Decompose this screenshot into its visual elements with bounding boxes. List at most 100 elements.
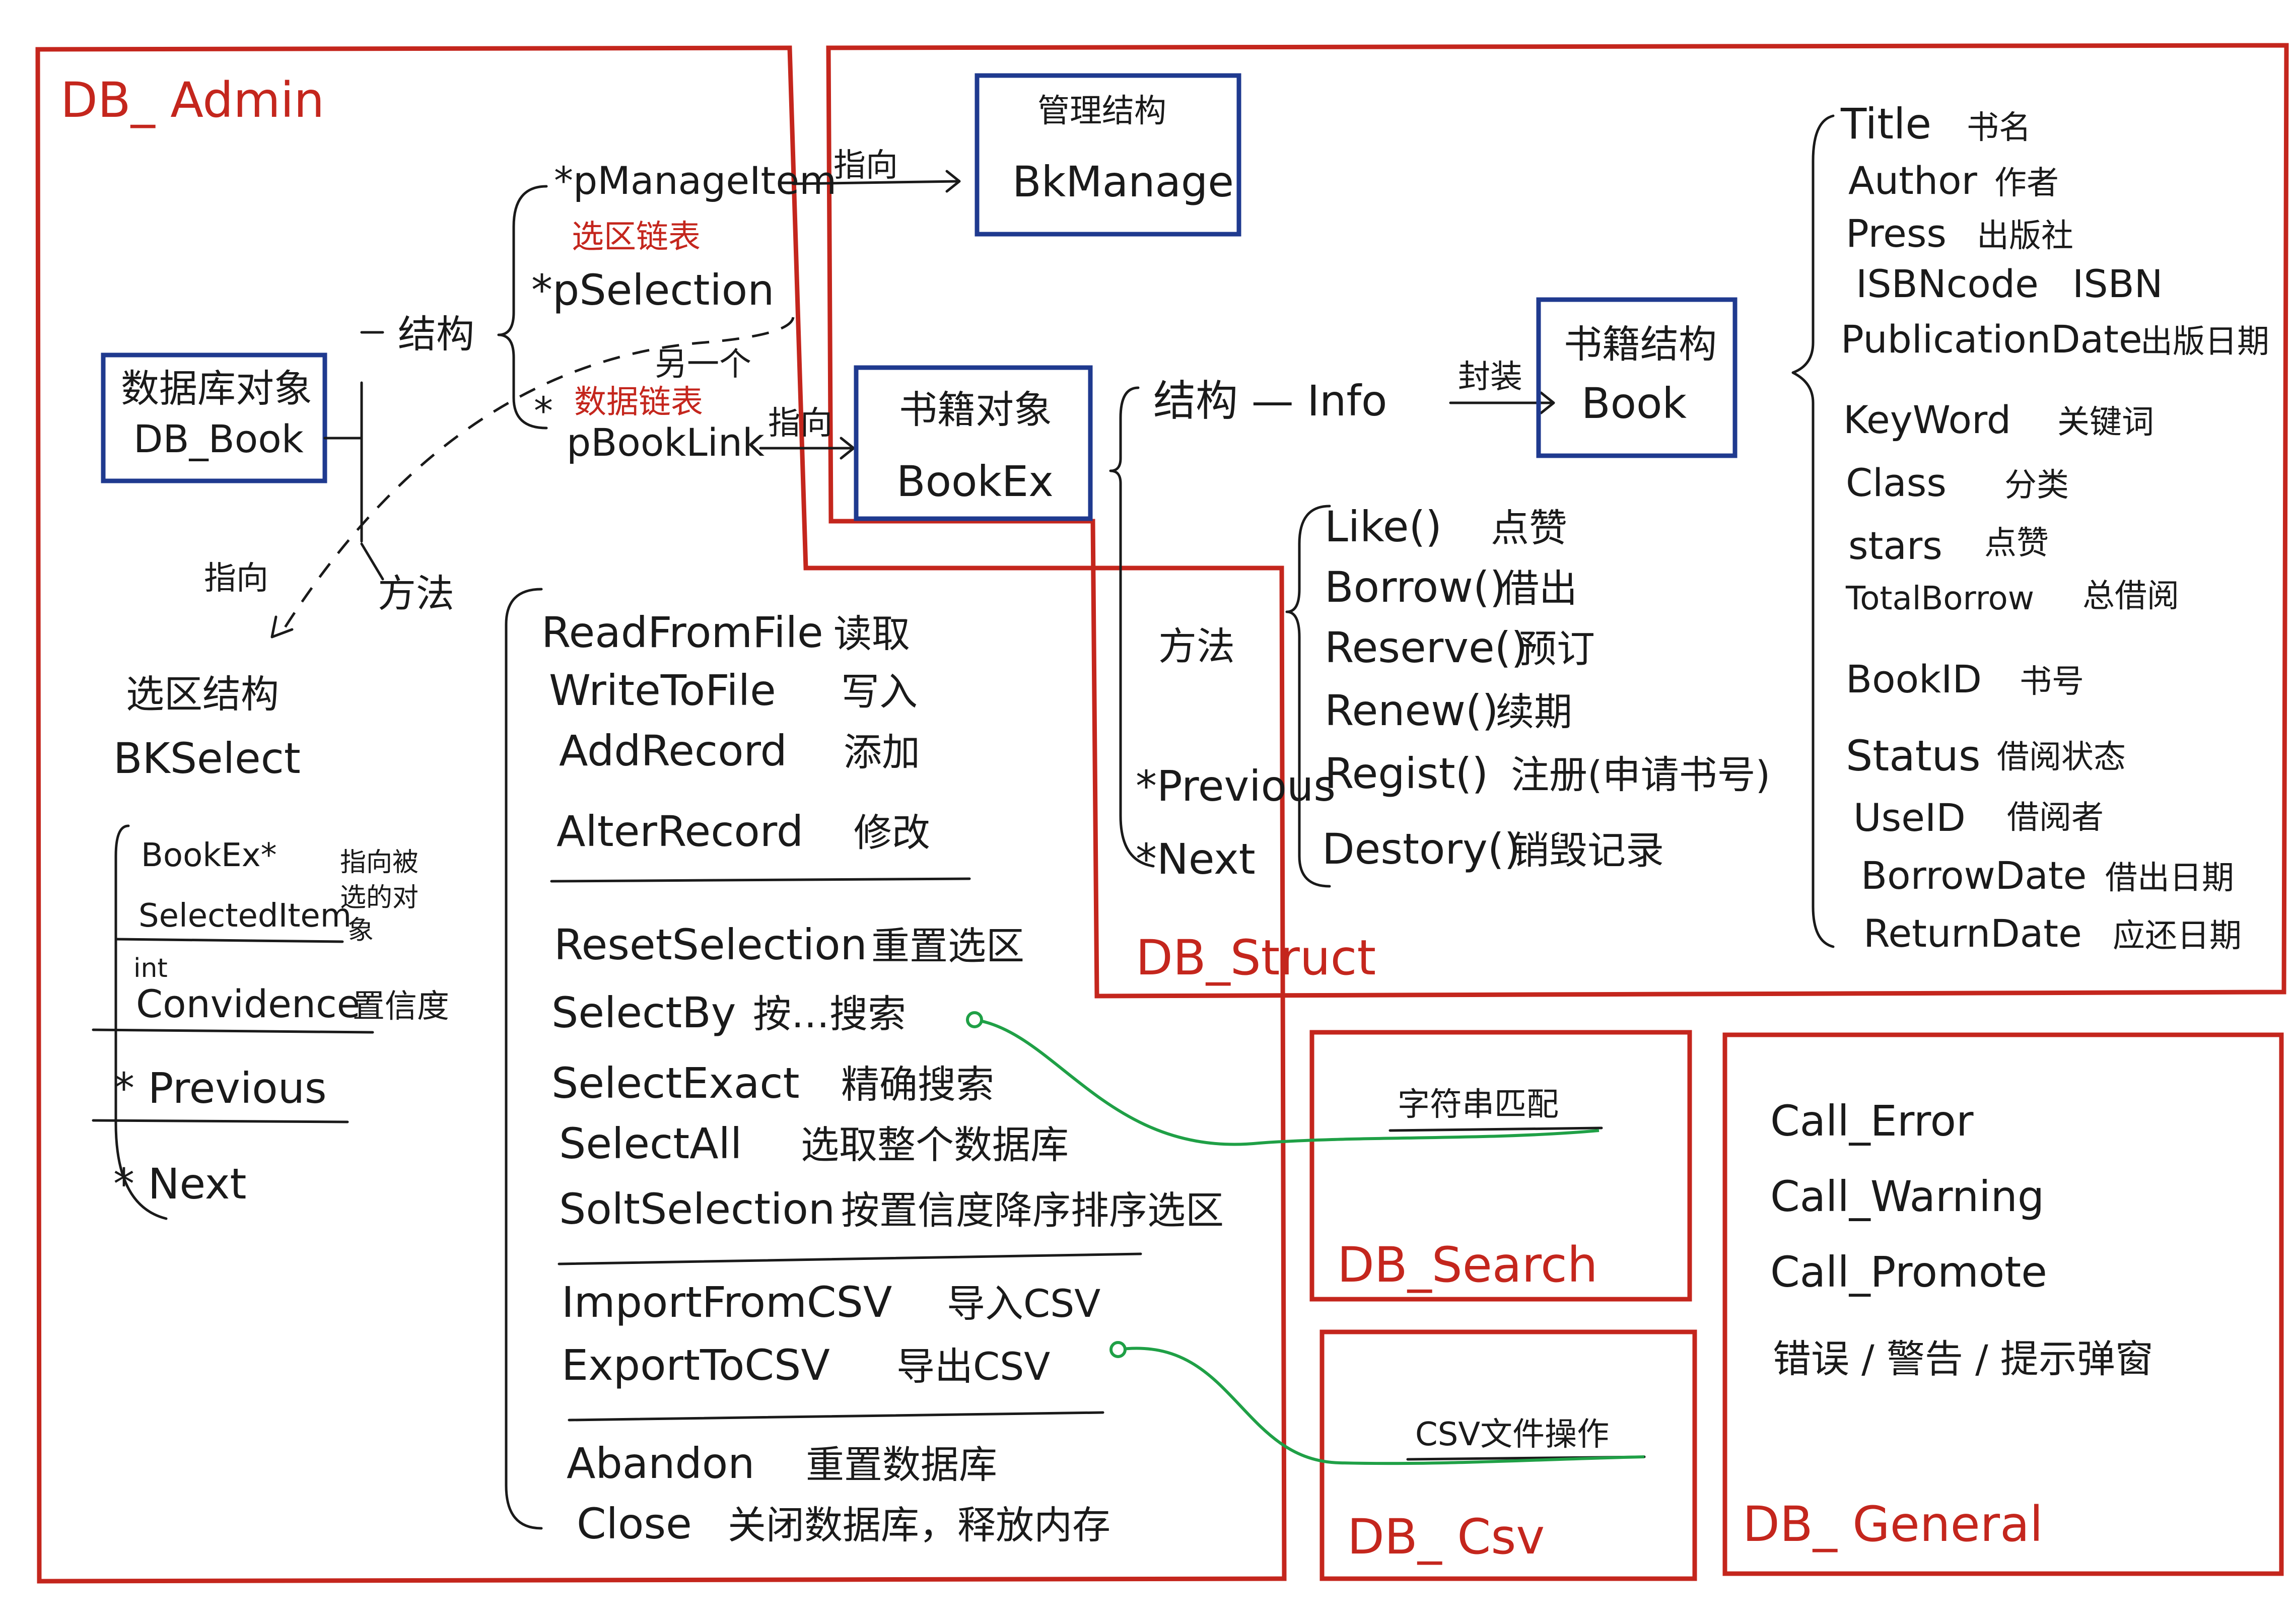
admin-methods-group: ReadFromFile 读取 WriteToFile 写入 AddRecord… — [541, 608, 1224, 1548]
admin-struct-brace — [497, 185, 548, 430]
book-field-desc: 分类 — [2004, 467, 2069, 504]
bookex-note-2: 选的对 — [340, 883, 419, 913]
convidence-note: 置信度 — [353, 988, 449, 1025]
method-desc: 读取 — [833, 611, 910, 656]
db-admin-region-border — [35, 45, 1287, 1584]
struct-method-label: 方法 — [1158, 624, 1235, 669]
struct-method-desc: 点赞 — [1491, 506, 1567, 550]
selection-member: *pSelection — [531, 265, 774, 315]
struct-info-label: 结构 — Info — [1153, 376, 1387, 426]
method-desc: 导出CSV — [896, 1344, 1050, 1389]
db-book-object-name: DB_Book — [133, 416, 304, 461]
call-warning-label: Call_Warning — [1770, 1172, 2044, 1221]
csv-desc: CSV文件操作 — [1415, 1416, 1609, 1453]
select-divider-1 — [114, 938, 344, 943]
struct-method-desc: 借出 — [1501, 566, 1577, 611]
db-struct-region-border — [826, 43, 2289, 999]
book-field-name: Title — [1840, 99, 1931, 149]
db-struct-title: DB_Struct — [1136, 930, 1376, 986]
method-name: ImportFromCSV — [562, 1278, 892, 1327]
db-admin-title: DB_ Admin — [60, 72, 324, 128]
bookex-object-box — [854, 365, 1093, 521]
method-name: AddRecord — [559, 726, 787, 775]
struct-next-field: *Next — [1136, 834, 1256, 884]
another-note: 另一个 — [655, 346, 751, 383]
bkmanage-box — [975, 73, 1241, 237]
book-field-desc: 点赞 — [1984, 525, 2049, 562]
convidence-field: Convidence — [136, 981, 361, 1026]
struct-method-desc: 注册(申请书号) — [1511, 752, 1770, 797]
struct-method-name: Like() — [1325, 502, 1442, 551]
book-link-arrow — [759, 437, 855, 460]
book-field-desc: 借阅状态 — [1997, 739, 2126, 776]
struct-method-desc: 续期 — [1496, 689, 1572, 734]
method-desc: 精确搜索 — [841, 1062, 994, 1107]
book-field-name: ISBNcode — [1856, 261, 2039, 306]
bkmanage-name: BkManage — [1012, 157, 1234, 206]
method-name: SelectBy — [551, 988, 736, 1037]
bookex-object-name: BookEx — [896, 457, 1054, 506]
bkselect-brace — [114, 824, 168, 1220]
book-field-name: Press — [1846, 211, 1947, 256]
int-type-label: int — [133, 953, 168, 983]
db-general-region-border — [1722, 1032, 2284, 1576]
method-name: ExportToCSV — [562, 1340, 830, 1390]
db-book-object-label: 数据库对象 — [121, 366, 312, 411]
struct-methods-group: Like() 点赞 Borrow() 借出 Reserve() 预订 Renew… — [1322, 502, 1770, 874]
method-desc: 按置信度降序排序选区 — [841, 1188, 1224, 1233]
manage-item-arrow-label: 指向 — [833, 147, 898, 184]
manage-item-arrow — [792, 170, 961, 193]
book-field-name: BookID — [1846, 657, 1982, 701]
bookex-object-label: 书籍对象 — [899, 387, 1052, 432]
struct-brace — [1109, 386, 1155, 868]
method-name: SelectExact — [551, 1058, 800, 1108]
selection-pointer-arrowhead — [270, 615, 294, 639]
methods-divider — [568, 1411, 1104, 1422]
db-csv-region-border — [1319, 1329, 1697, 1581]
book-field-name: stars — [1848, 523, 1942, 568]
admin-trunk-line — [323, 331, 384, 581]
method-name: WriteToFile — [549, 666, 776, 715]
struct-method-name: Regist() — [1325, 749, 1488, 798]
book-field-desc: 书名 — [1967, 109, 2031, 147]
encap-label: 封装 — [1458, 359, 1522, 396]
book-field-desc: 借出日期 — [2105, 860, 2234, 897]
method-name: ResetSelection — [554, 920, 867, 969]
struct-method-desc: 预订 — [1518, 626, 1595, 671]
selectby-connector-dot — [966, 1011, 983, 1028]
book-field-desc: 出版社 — [1977, 218, 2073, 255]
struct-method-desc: 销毁记录 — [1511, 828, 1664, 873]
general-desc: 错误 / 警告 / 提示弹窗 — [1773, 1336, 2153, 1381]
book-fields-brace — [1791, 114, 1835, 948]
book-field-name: BorrowDate — [1861, 853, 2087, 898]
method-desc: 按…搜索 — [753, 992, 906, 1036]
method-name: AlterRecord — [557, 807, 803, 856]
method-name: SoltSelection — [559, 1184, 835, 1234]
book-struct-label: 书籍结构 — [1564, 322, 1717, 367]
admin-pointer-label: 指向 — [204, 560, 268, 597]
bkmanage-label: 管理结构 — [1037, 93, 1166, 130]
db-general-title: DB_ General — [1743, 1496, 2043, 1552]
book-field-desc: 总借阅 — [2082, 578, 2179, 615]
book-link-arrow-label: 指向 — [768, 405, 832, 442]
struct-method-name: Reserve() — [1325, 623, 1527, 672]
db-search-title: DB_Search — [1337, 1237, 1598, 1293]
bookex-note-3: 象 — [348, 915, 374, 946]
struct-method-name: Renew() — [1325, 686, 1498, 735]
db-book-object-box — [101, 352, 327, 483]
book-field-name: TotalBorrow — [1845, 580, 2034, 617]
method-desc: 写入 — [841, 669, 918, 714]
method-desc: 导入CSV — [947, 1281, 1100, 1326]
method-desc: 重置选区 — [871, 924, 1024, 968]
method-desc: 选取整个数据库 — [801, 1122, 1069, 1167]
db-search-region-border — [1309, 1030, 1692, 1302]
book-field-name: Status — [1846, 731, 1981, 781]
book-link-member: pBookLink — [567, 420, 765, 465]
bkselect-name: BKSelect — [113, 734, 301, 783]
struct-method-name: Destory() — [1322, 824, 1520, 874]
book-field-desc: 出版日期 — [2140, 323, 2269, 361]
struct-methods-brace — [1285, 505, 1331, 888]
struct-method-name: Borrow() — [1325, 562, 1506, 612]
